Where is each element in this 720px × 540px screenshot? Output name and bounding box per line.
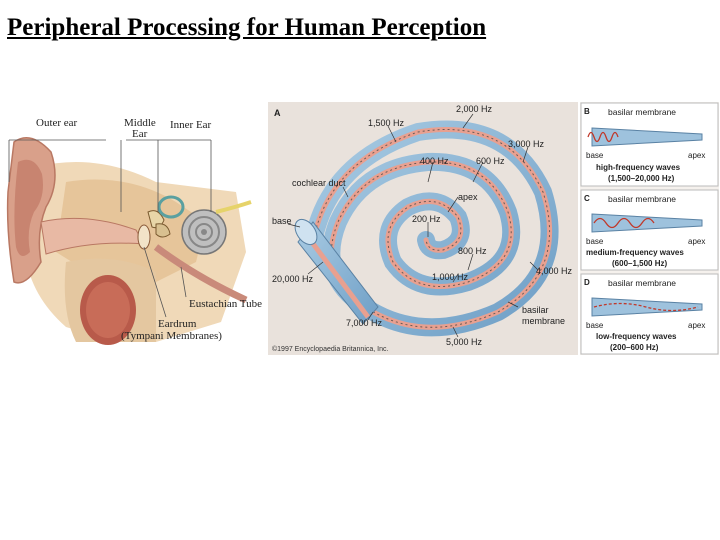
panel-c-range: (600–1,500 Hz) <box>612 259 667 268</box>
label-membrane: membrane <box>522 316 565 326</box>
label-basilar: basilar <box>522 305 549 315</box>
panel-b-membrane-label: basilar membrane <box>608 107 676 117</box>
label-apex: apex <box>458 192 478 202</box>
label-200hz: 200 Hz <box>412 214 441 224</box>
cochlea-spiral-illustration: A 2,000 Hz 1,500 Hz 3,000 Hz 400 Hz 600 … <box>272 104 573 353</box>
label-1500hz: 1,500 Hz <box>368 118 405 128</box>
label-middle-ear-line2: Ear <box>132 128 148 140</box>
panel-c-membrane-label: basilar membrane <box>608 194 676 204</box>
label-eustachian-tube: Eustachian Tube <box>189 298 262 310</box>
panel-b-base-label: base <box>586 151 604 160</box>
panel-b-membrane <box>591 127 703 147</box>
label-1000hz: 1,000 Hz <box>432 272 469 282</box>
label-600hz-top: 600 Hz <box>476 156 505 166</box>
ear-anatomy-illustration: Outer ear Middle Ear Inner Ear Eustachia… <box>6 112 268 350</box>
label-middle-ear-line1: Middle <box>124 117 156 129</box>
label-2000hz: 2,000 Hz <box>456 104 493 114</box>
label-inner-ear: Inner Ear <box>170 119 212 131</box>
panel-d-apex-label: apex <box>688 321 705 330</box>
label-20000hz: 20,000 Hz <box>272 274 314 284</box>
panel-c-apex-label: apex <box>688 237 705 246</box>
label-eardrum: Eardrum <box>158 318 197 330</box>
label-cochlear-duct: cochlear duct <box>292 178 346 188</box>
panel-b-wave <box>587 131 619 143</box>
label-5000hz: 5,000 Hz <box>446 337 483 347</box>
label-3000hz: 3,000 Hz <box>508 139 545 149</box>
panel-b-caption: high-frequency waves <box>596 163 681 172</box>
panel-c-caption: medium-frequency waves <box>586 248 684 257</box>
panel-d-caption: low-frequency waves <box>596 332 677 341</box>
panel-c-wave <box>593 217 655 229</box>
label-tympani-membranes: (Tympani Membranes) <box>121 330 222 342</box>
label-7000hz: 7,000 Hz <box>346 318 383 328</box>
panel-b-range: (1,500–20,000 Hz) <box>608 174 675 183</box>
slide-title: Peripheral Processing for Human Percepti… <box>7 14 487 41</box>
label-outer-ear: Outer ear <box>36 117 78 129</box>
ear-anatomy-figure: Outer ear Middle Ear Inner Ear Eustachia… <box>6 112 268 350</box>
panel-d-membrane <box>591 297 703 317</box>
waves-illustration: B basilar membrane base apex high-freque… <box>580 102 719 355</box>
panel-d-letter: D <box>584 278 590 287</box>
panel-b-letter: B <box>584 107 590 116</box>
panel-b-apex-label: apex <box>688 151 705 160</box>
panel-d-base-label: base <box>586 321 604 330</box>
panel-d-range: (200–600 Hz) <box>610 343 659 352</box>
panel-c-membrane <box>591 213 703 233</box>
copyright-notice: ©1997 Encyclopaedia Britannica, Inc. <box>272 345 389 353</box>
label-400hz: 400 Hz <box>420 156 449 166</box>
label-800hz: 800 Hz <box>458 246 487 256</box>
panel-c-letter: C <box>584 194 590 203</box>
panel-d-wave <box>593 302 699 312</box>
cochlea-frequency-map-figure: A 2,000 Hz 1,500 Hz 3,000 Hz 400 Hz 600 … <box>268 102 578 355</box>
panel-c-base-label: base <box>586 237 604 246</box>
basilar-membrane-waves-figure: B basilar membrane base apex high-freque… <box>580 102 719 355</box>
cochlea-panel-letter: A <box>274 108 281 118</box>
label-4000hz: 4,000 Hz <box>536 266 573 276</box>
label-base: base <box>272 216 292 226</box>
panel-d-membrane-label: basilar membrane <box>608 278 676 288</box>
